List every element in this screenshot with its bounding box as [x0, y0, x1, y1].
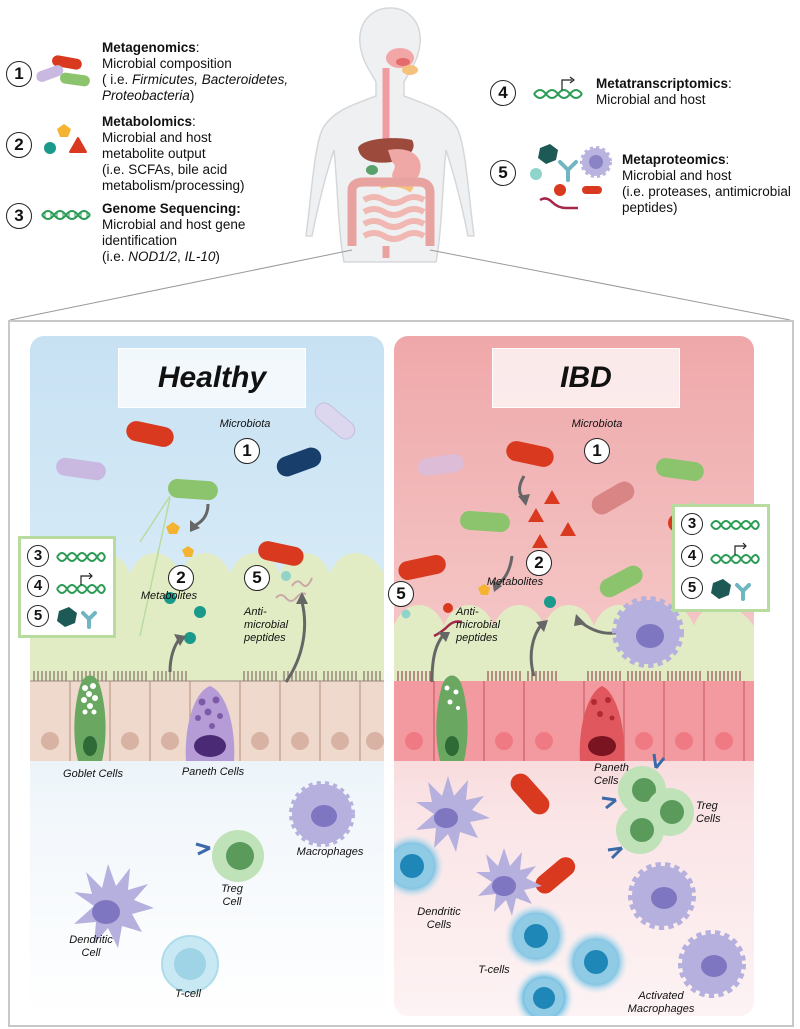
ibd-omics-inset: 3 4 5	[672, 504, 770, 612]
healthy-dendritic-label: Dendritic Cell	[69, 934, 113, 959]
legend-number-3: 3	[6, 203, 32, 229]
legend-number-5: 5	[490, 160, 516, 186]
ibd-microbiota-label: Microbiota	[571, 418, 623, 430]
activated-macrophages-label: Activated Macrophages	[627, 990, 695, 1015]
legend-number-2: 2	[6, 132, 32, 158]
healthy-title: Healthy	[118, 348, 306, 408]
ibd-inset-num-3: 3	[681, 513, 703, 535]
ibd-inset-num-5: 5	[681, 577, 703, 599]
legend-title-5: Metaproteomics	[622, 152, 726, 167]
healthy-omics-inset: 3 4 5	[18, 536, 116, 638]
transcription-dna-icon	[533, 76, 583, 99]
human-body-illustration	[9, 7, 791, 321]
healthy-num-1: 1	[234, 438, 260, 464]
inset-num-5: 5	[27, 605, 49, 627]
metabolites-icon	[44, 124, 87, 154]
healthy-treg-label: Treg Cell	[221, 883, 243, 908]
healthy-amp-label: Anti- microbial peptides	[244, 606, 289, 644]
legend-text-1a: Microbial composition	[102, 56, 232, 71]
legend-number-1: 1	[6, 61, 32, 87]
healthy-scene	[30, 402, 384, 993]
healthy-num-5: 5	[244, 565, 270, 591]
goblet-cells-label: Goblet Cells	[63, 768, 123, 780]
ibd-tcells-label: T-cells	[478, 964, 510, 976]
ibd-num-1: 1	[584, 438, 610, 464]
ibd-amp-label: Anti- microbial peptides	[456, 606, 501, 644]
legend-item-4: Metatranscriptomics: Microbial and host	[596, 76, 732, 107]
ibd-treg-label: Treg Cells	[696, 800, 721, 825]
legend-item-2: Metabolomics: Microbial and host metabol…	[102, 114, 245, 193]
legend-item-5: Metaproteomics: Microbial and host (i.e.…	[622, 152, 791, 215]
inset-icons	[56, 552, 106, 629]
ibd-num-2: 2	[526, 550, 552, 576]
ibd-inset-num-4: 4	[681, 545, 703, 567]
inset-num-4: 4	[27, 575, 49, 597]
inset-num-3: 3	[27, 545, 49, 567]
ibd-dendritic-label: Dendritic Cells	[417, 906, 461, 931]
legend-title-3: Genome Sequencing:	[102, 201, 241, 216]
macrophages-label: Macrophages	[296, 846, 364, 858]
proteins-icon	[530, 144, 612, 210]
dna-icon	[41, 210, 91, 220]
healthy-num-2: 2	[168, 565, 194, 591]
legend-title-2: Metabolomics	[102, 114, 193, 129]
bacteria-group-icon	[36, 55, 90, 87]
paneth-cells-label: Paneth Cells	[181, 766, 245, 778]
panels-frame	[8, 320, 794, 1027]
ibd-title: IBD	[492, 348, 680, 408]
ibd-metabolites-label: Metabolites	[486, 576, 544, 588]
healthy-metabolites-label: Metabolites	[140, 590, 198, 602]
ibd-num-5: 5	[388, 581, 414, 607]
ibd-paneth-label: Paneth Cells	[594, 762, 629, 787]
ibd-inset-icons	[710, 520, 760, 601]
ibd-scene	[394, 441, 754, 1016]
legend-title-1: Metagenomics	[102, 40, 196, 55]
healthy-microbiota-label: Microbiota	[219, 418, 271, 430]
legend-item-1: Metagenomics: Microbial composition ( i.…	[102, 40, 289, 103]
legend-title-4: Metatranscriptomics	[596, 76, 729, 91]
healthy-tcell-label: T-cell	[175, 988, 201, 1000]
legend-item-3: Genome Sequencing: Microbial and host ge…	[102, 201, 246, 264]
legend-number-4: 4	[490, 80, 516, 106]
